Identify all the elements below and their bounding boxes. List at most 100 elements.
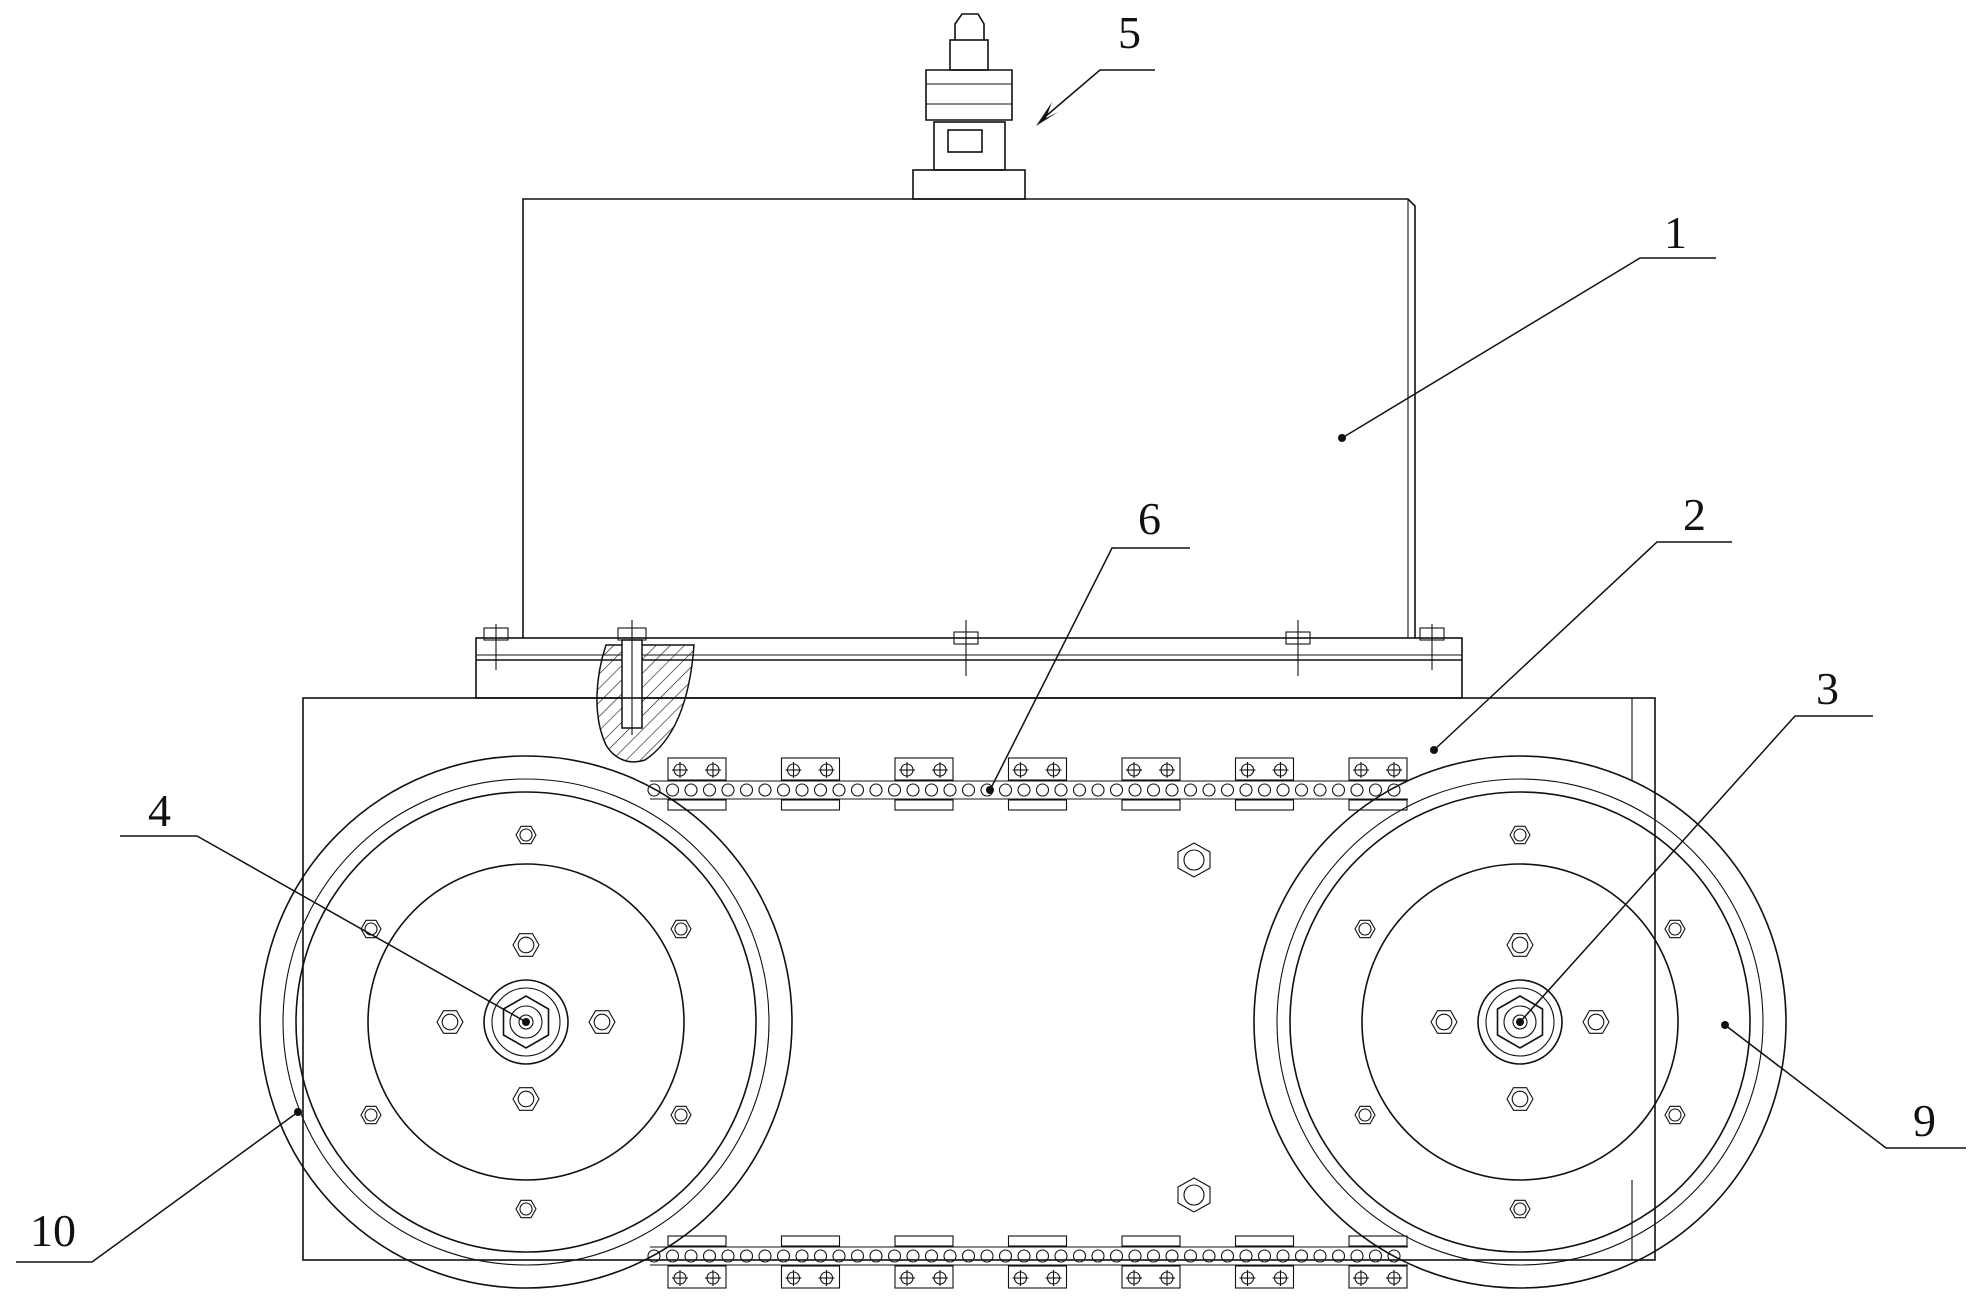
chain-roller [1331,783,1346,797]
label-9: 9 [1913,1095,1936,1146]
chain-roller [1239,1249,1253,1263]
callout-2: 2 [1430,489,1732,754]
chain-bracket [1348,757,1408,811]
chain-roller [998,783,1013,797]
chain-roller [795,783,809,797]
wheel-disc [295,791,757,1253]
chain-roller [1109,1249,1124,1263]
chain-roller [1072,783,1087,797]
chain-roller [850,1249,865,1263]
callout-4: 4 [120,785,530,1026]
chain-roller [906,1249,920,1263]
bolt-head [515,825,537,845]
chain-roller [1294,1249,1309,1263]
chain-bracket [667,757,727,811]
chain-roller [1072,1249,1087,1263]
chain-roller [998,1249,1013,1263]
axle-washer [1503,1005,1537,1039]
callout-6: 6 [986,493,1190,794]
wheel-rim-outer [259,755,793,1289]
chain-roller [832,1249,846,1263]
chain-roller [943,783,957,797]
bolt-head [515,1199,537,1219]
chain-roller [906,783,920,797]
bolt-head [1354,1105,1376,1125]
chain-roller [887,783,902,797]
plate-bolt [1282,620,1314,676]
chain-bracket [1121,757,1181,811]
callout-9: 9 [1721,1021,1966,1149]
chain-roller [758,783,772,797]
bolt-head [512,1087,540,1111]
chain-roller [924,783,939,797]
chain-roller [702,1249,717,1263]
callout-5: 5 [1036,7,1155,126]
chain-roller [776,1249,791,1263]
chain-roller [1128,783,1142,797]
chain-bracket [1121,1235,1181,1289]
wheel-rim-inner [1276,778,1764,1266]
chain-roller [1035,783,1050,797]
plate-bolt [950,620,982,676]
chain-roller [1054,1249,1068,1263]
chain-roller [961,1249,976,1263]
bolt-head [1664,919,1686,939]
upper-housing [522,198,1416,638]
chain-roller [980,1249,994,1263]
hub-ring [1485,987,1555,1057]
chain-roller [850,783,865,797]
chain-link-plates [650,1246,1408,1266]
chain-roller [1146,1249,1161,1263]
chain-roller [869,1249,883,1263]
bolt-head [1509,825,1531,845]
chain-roller [1202,783,1216,797]
bolt-head [360,1105,382,1125]
plate-bolt [1419,624,1445,670]
chain-roller [832,783,846,797]
chain-roller [1183,1249,1198,1263]
chassis-bolt [1177,1177,1211,1213]
chain-roller [1350,1249,1364,1263]
chain-roller [721,1249,735,1263]
hub-ring [491,987,561,1057]
chain-bracket [1007,757,1068,811]
chain-roller [1091,783,1105,797]
bolt-head [1506,1087,1534,1111]
chain-roller [1276,1249,1290,1263]
chain-bracket [1234,757,1295,811]
chain-roller [1128,1249,1142,1263]
hub-flange [1477,979,1563,1065]
bolt-head [1506,933,1534,957]
chain-roller [1054,783,1068,797]
chain-roller [776,783,791,797]
label-3: 3 [1816,663,1839,714]
chain-roller [1387,1249,1401,1263]
bolt-head [1509,1199,1531,1219]
bolt-head [512,933,540,957]
wheel-rim-outer [1253,755,1787,1289]
chain-bracket [894,757,954,811]
chain-roller [924,1249,939,1263]
axle-end [518,1014,534,1030]
chain-roller [1313,1249,1327,1263]
chain-bracket [1234,1235,1295,1289]
chain-roller [1331,1249,1346,1263]
chain-bracket [780,757,841,811]
chain-roller [721,783,735,797]
chain-roller [1276,783,1290,797]
chain-roller [1109,783,1124,797]
chain-roller [1257,1249,1272,1263]
chain-roller [1165,1249,1179,1263]
axle-washer [509,1005,543,1039]
chain-roller [684,1249,698,1263]
chain-bracket [1007,1235,1068,1289]
chain-roller [1313,783,1327,797]
plate-bolt [483,624,509,670]
right-wheel [1253,755,1787,1289]
wheel-hub-plate [1361,863,1679,1181]
bolt-head [670,1105,692,1125]
chain-roller [1239,783,1253,797]
chain-roller [887,1249,902,1263]
bolt-head [670,919,692,939]
